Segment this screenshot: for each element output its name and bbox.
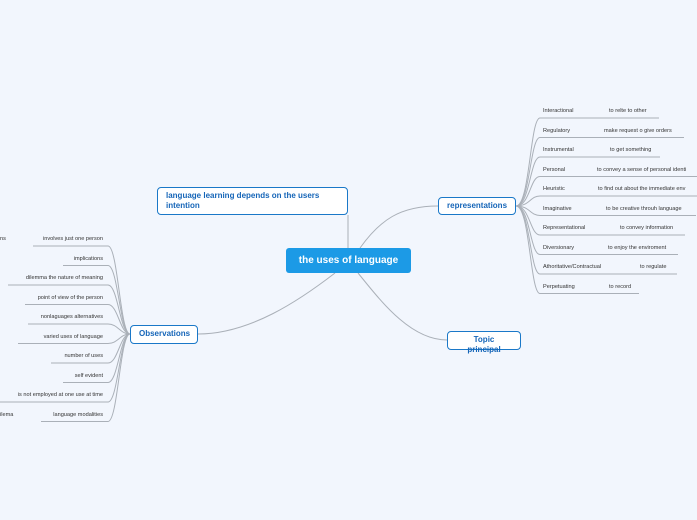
central-topic[interactable]: the uses of language	[286, 248, 411, 273]
node-representations[interactable]: representations	[438, 197, 516, 215]
observation-item[interactable]: language modalities	[53, 411, 103, 418]
obs-sub-first: ns	[0, 236, 6, 242]
connector	[41, 333, 131, 422]
representation-value[interactable]: to convey a sense of personal identi	[597, 166, 687, 173]
connector	[25, 304, 131, 335]
representation-value[interactable]: to enjoy the enviroment	[608, 244, 667, 251]
node-observations[interactable]: Observations	[130, 325, 198, 344]
representation-value[interactable]: to get something	[610, 147, 652, 153]
connector	[63, 265, 131, 335]
connector	[515, 156, 660, 207]
representation-label[interactable]: Diversionary	[543, 244, 575, 251]
representation-label[interactable]: Instrumental	[543, 147, 574, 153]
node-intention-label: language learning depends on the users i…	[166, 191, 320, 210]
representation-label[interactable]: Imaginative	[543, 205, 572, 212]
observation-item[interactable]: nonlaguages alternatives	[40, 314, 103, 320]
observation-item[interactable]: dilemma the nature of meaning	[25, 275, 103, 281]
node-observations-label: Observations	[139, 329, 191, 338]
representation-value[interactable]: to regulate	[640, 264, 667, 270]
representation-value[interactable]: to relte to other	[609, 108, 647, 114]
node-topic-principal[interactable]: Topic principal	[447, 331, 521, 354]
obs-sub-last: ilema	[0, 412, 14, 418]
connector	[515, 195, 697, 207]
observation-item[interactable]: point of view of the person	[37, 294, 103, 301]
connector	[359, 205, 439, 249]
connector	[8, 284, 131, 335]
connector	[33, 245, 131, 335]
connector	[357, 272, 448, 341]
observation-item[interactable]: is not employed at one use at time	[17, 392, 103, 398]
connector	[28, 323, 131, 335]
representation-value[interactable]: to find out about the immediate env	[598, 186, 686, 192]
observation-item[interactable]: involves just one person	[42, 236, 103, 242]
representation-label[interactable]: Personal	[543, 166, 566, 173]
observation-item[interactable]: implications	[73, 255, 103, 262]
connector	[197, 272, 336, 335]
node-topic-label: Topic principal	[467, 335, 501, 354]
central-topic-label: the uses of language	[298, 255, 399, 266]
connector	[515, 117, 659, 207]
observation-item[interactable]: self evident	[74, 372, 103, 379]
observation-item[interactable]: varied uses of language	[43, 333, 103, 340]
connector	[515, 176, 697, 207]
representation-value[interactable]: make request o give orders	[604, 127, 672, 134]
representation-label[interactable]: Athoritative/Contractual	[543, 264, 602, 270]
representation-label[interactable]: Interactional	[543, 108, 574, 114]
node-representations-label: representations	[447, 201, 508, 210]
representation-value[interactable]: to be creative throuh language	[606, 205, 682, 212]
node-intention[interactable]: language learning depends on the users i…	[157, 187, 348, 215]
observation-item[interactable]: number of uses	[64, 353, 103, 359]
representation-label[interactable]: Heuristic	[543, 186, 565, 192]
representation-label[interactable]: Perpetuating	[543, 283, 575, 290]
representation-label[interactable]: Representational	[543, 225, 586, 231]
representation-value[interactable]: to record	[609, 283, 632, 290]
connector	[515, 205, 639, 294]
representation-value[interactable]: to convey information	[620, 225, 674, 231]
representation-label[interactable]: Regulatory	[543, 127, 571, 134]
connector	[515, 137, 684, 207]
